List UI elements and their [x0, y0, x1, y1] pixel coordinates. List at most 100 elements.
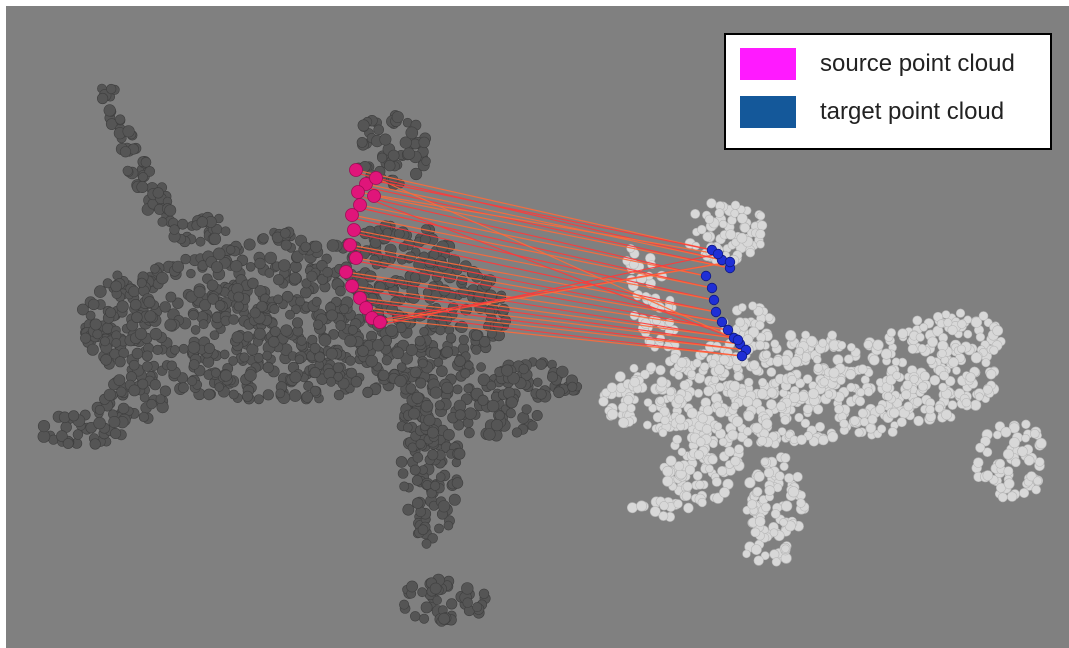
source-cloud-point [128, 384, 141, 397]
target-cloud-point [706, 198, 717, 209]
source-cloud-point [117, 402, 130, 415]
source-cloud-point [435, 472, 446, 482]
source-cloud-point [391, 111, 404, 124]
correspondence-line [355, 260, 729, 331]
target-cloud-point [665, 387, 675, 397]
correspondence-line [365, 310, 743, 357]
target-cloud-point [681, 491, 692, 501]
target-cloud-point [692, 358, 702, 368]
target-cloud-point [1006, 491, 1018, 502]
target-cloud-point [754, 516, 766, 527]
target-cloud-point [896, 417, 907, 428]
source-cloud-point [114, 356, 126, 368]
target-cloud-point [763, 467, 775, 478]
source-cloud-point [243, 238, 256, 251]
target-cloud-point [818, 434, 829, 446]
target-cloud-point [677, 447, 687, 457]
target-cloud-point [755, 340, 765, 351]
target-keypoint [724, 256, 736, 268]
target-cloud-point [796, 434, 807, 445]
target-cloud-point [676, 357, 688, 368]
target-keypoint [732, 334, 744, 346]
target-cloud-point [912, 396, 923, 407]
target-cloud-point [764, 485, 776, 496]
source-cloud-point [262, 389, 274, 401]
target-cloud-point [755, 229, 766, 240]
target-cloud-point [918, 381, 928, 392]
source-cloud-point [472, 602, 483, 613]
source-cloud-point [214, 382, 224, 392]
source-cloud-point [253, 352, 264, 363]
source-keypoint [343, 238, 357, 252]
target-cloud-point [812, 404, 824, 415]
source-cloud-point [448, 493, 461, 506]
source-cloud-point [87, 298, 100, 311]
target-cloud-point [769, 528, 779, 538]
source-cloud-point [318, 333, 332, 347]
source-cloud-point [228, 389, 239, 400]
source-cloud-point [262, 361, 274, 374]
source-cloud-point [507, 372, 520, 385]
target-cloud-point [766, 387, 778, 399]
target-cloud-point [737, 387, 748, 397]
target-cloud-point [751, 544, 762, 555]
target-cloud-point [714, 364, 725, 375]
target-cloud-point [730, 209, 740, 218]
target-cloud-point [780, 452, 791, 463]
source-cloud-point [62, 438, 74, 449]
source-cloud-point [80, 332, 92, 344]
source-cloud-point [254, 285, 267, 298]
source-keypoint [373, 315, 387, 329]
source-cloud-point [410, 167, 423, 181]
target-cloud-point [701, 424, 713, 435]
source-keypoint [359, 301, 373, 315]
source-cloud-point [37, 430, 51, 443]
source-cloud-point [206, 279, 219, 292]
source-cloud-point [233, 291, 244, 303]
source-cloud-point [446, 598, 458, 610]
source-cloud-point [122, 165, 133, 176]
target-cloud-point [939, 370, 949, 381]
correspondence-line [359, 300, 747, 351]
target-cloud-point [780, 415, 791, 425]
target-cloud-point [795, 378, 806, 389]
source-cloud-point [477, 394, 489, 406]
source-cloud-point [273, 294, 283, 305]
source-cloud-point [339, 304, 350, 314]
target-cloud-point [779, 518, 788, 527]
source-cloud-point [94, 285, 107, 298]
target-cloud-point [854, 428, 864, 438]
target-cloud-point [772, 355, 784, 367]
correspondence-line [375, 177, 739, 341]
target-cloud-point [735, 317, 746, 328]
target-cloud-point [753, 555, 764, 566]
source-cloud-point [269, 304, 280, 315]
source-cloud-point [535, 388, 547, 400]
source-cloud-point [267, 335, 280, 348]
source-cloud-point [458, 334, 469, 345]
target-cloud-point [779, 461, 789, 471]
target-cloud-point [606, 382, 618, 393]
target-cloud-point [857, 408, 868, 419]
source-cloud-point [435, 325, 446, 336]
source-cloud-point [256, 300, 268, 313]
source-cloud-point [414, 335, 426, 347]
source-cloud-point [471, 329, 483, 341]
target-cloud-point [715, 382, 725, 392]
target-cloud-point [846, 382, 856, 393]
source-cloud-point [429, 582, 442, 595]
source-cloud-point [269, 326, 281, 337]
correspondence-line [351, 288, 741, 345]
target-cloud-point [629, 363, 639, 373]
source-cloud-point [72, 429, 84, 440]
target-cloud-point [978, 311, 989, 321]
source-cloud-point [325, 347, 338, 360]
source-cloud-point [100, 353, 112, 366]
source-cloud-point [452, 384, 463, 395]
target-cloud-point [643, 398, 653, 407]
target-cloud-point [934, 403, 944, 413]
target-cloud-point [897, 328, 909, 340]
source-cloud-point [418, 136, 430, 149]
target-cloud-point [736, 232, 748, 244]
source-cloud-point [188, 309, 199, 321]
